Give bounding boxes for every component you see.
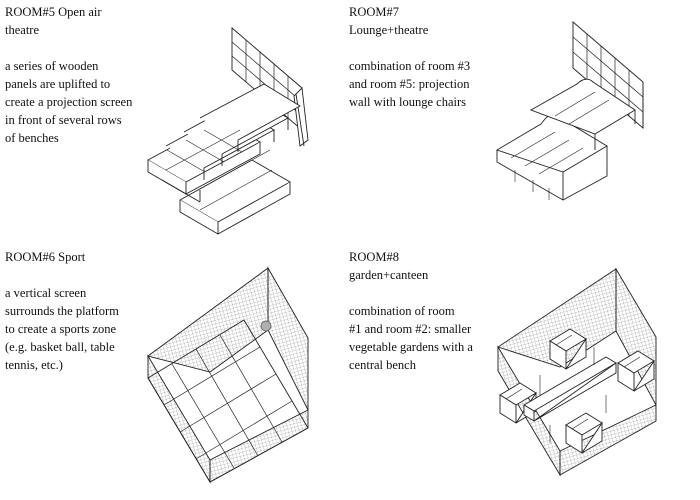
room5-text: ROOM#5 Open air theatre a series of wood…	[5, 3, 155, 147]
room6-sport-drawing	[140, 260, 320, 490]
room6-text: ROOM#6 Sport a vertical screen surrounds…	[5, 248, 155, 374]
room6-title: ROOM#6 Sport	[5, 250, 86, 264]
room8-description: combination of room #1 and room #2: smal…	[349, 304, 473, 372]
room7-text: ROOM#7 Lounge+theatre combination of roo…	[349, 3, 509, 111]
room7-title: ROOM#7 Lounge+theatre	[349, 5, 429, 37]
room5-title: ROOM#5 Open air theatre	[5, 5, 102, 37]
room7-lounge-theatre-drawing	[485, 20, 655, 230]
room6-description: a vertical screen surrounds the platform…	[5, 286, 119, 372]
room5-theatre-drawing	[140, 20, 320, 240]
room8-title: ROOM#8 garden+canteen	[349, 250, 429, 282]
room8-text: ROOM#8 garden+canteen combination of roo…	[349, 248, 499, 374]
room5-description: a series of wooden panels are uplifted t…	[5, 59, 133, 145]
room7-description: combination of room #3 and room #5: proj…	[349, 59, 471, 109]
room8-garden-canteen-drawing	[490, 255, 670, 490]
